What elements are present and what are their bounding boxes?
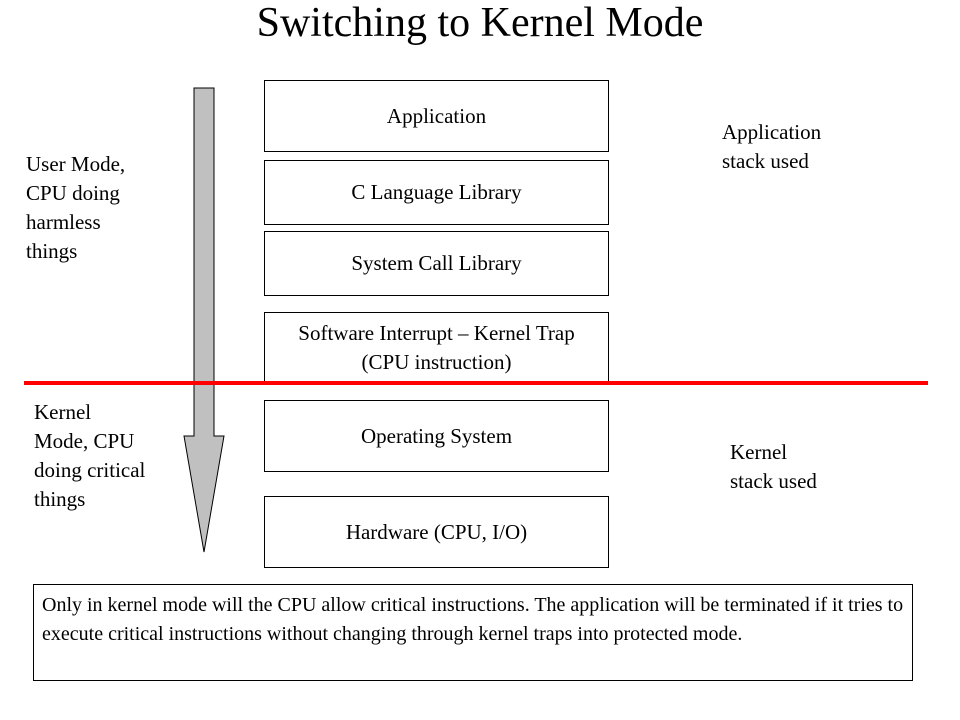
layer-hardware-label: Hardware (CPU, I/O) bbox=[345, 519, 528, 544]
layer-syscall-library-label: System Call Library bbox=[351, 251, 522, 275]
layer-operating-system: Operating System bbox=[264, 400, 609, 472]
layer-hardware: Hardware (CPU, I/O) bbox=[264, 496, 609, 568]
layer-syscall-library: System Call Library bbox=[264, 231, 609, 296]
layer-software-interrupt-label: Software Interrupt – Kernel Trap (CPU in… bbox=[298, 321, 575, 374]
kernel-mode-note: Only in kernel mode will the CPU allow c… bbox=[33, 584, 913, 681]
slide-title: Switching to Kernel Mode bbox=[256, 0, 704, 46]
kernel-mode-label: Kernel Mode, CPU doing critical things bbox=[34, 400, 146, 511]
layer-operating-system-label: Operating System bbox=[360, 423, 513, 448]
layer-c-library: C Language Library bbox=[264, 160, 609, 225]
kernel-mode-note-text: Only in kernel mode will the CPU allow c… bbox=[42, 594, 904, 645]
kernel-stack-label: Kernel stack used bbox=[730, 440, 817, 493]
application-stack-label: Application stack used bbox=[722, 120, 822, 173]
downward-arrow-icon bbox=[183, 87, 225, 553]
layer-application: Application bbox=[264, 80, 609, 152]
layer-application-label: Application bbox=[386, 103, 487, 128]
layer-software-interrupt: Software Interrupt – Kernel Trap (CPU in… bbox=[264, 312, 609, 384]
user-mode-label: User Mode, CPU doing harmless things bbox=[26, 152, 126, 263]
layer-c-library-label: C Language Library bbox=[351, 180, 522, 204]
